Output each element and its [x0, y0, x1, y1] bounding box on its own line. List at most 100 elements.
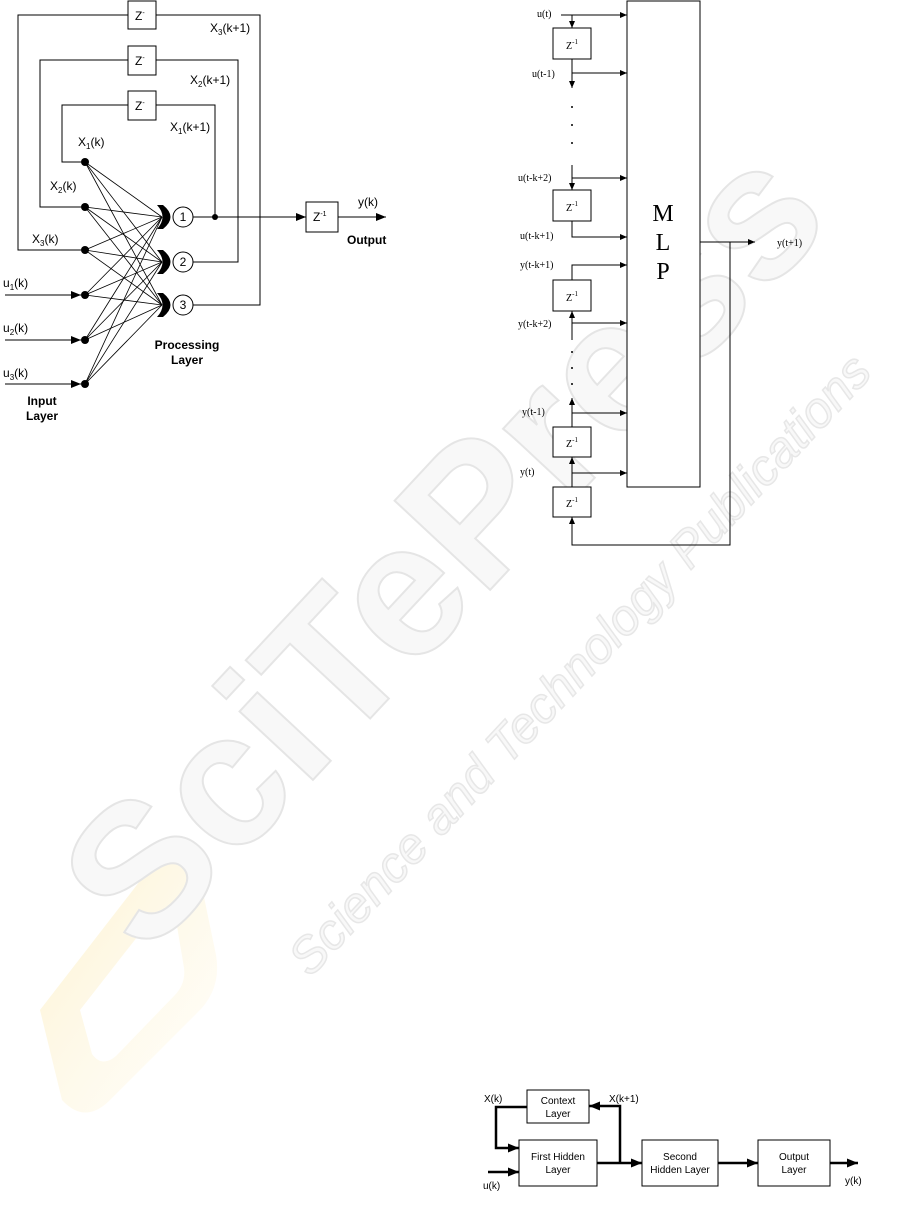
label-subscript: 1: [10, 283, 15, 292]
delay-base: Z: [135, 99, 142, 113]
summing-junction: [157, 293, 171, 317]
neuron-circle: [172, 294, 194, 316]
state-x3-label: X3(k): [32, 232, 58, 248]
delay-box: [305, 201, 339, 233]
delay-superscript: -1: [572, 200, 578, 208]
label-subscript: 3: [40, 239, 45, 248]
label-base: X: [190, 73, 198, 87]
input-layer-nodes: [81, 158, 89, 388]
watermark: SciTePress Science and Technology Public…: [19, 103, 883, 1113]
label-base: X: [78, 135, 86, 149]
mlp-letter-p: P: [656, 259, 669, 285]
elman-block-diagram: Context Layer First Hidden Layer Second …: [483, 1089, 862, 1192]
signal-label: u(t-k+1): [520, 231, 553, 242]
block-label-line2: Hidden Layer: [650, 1165, 710, 1176]
input-u3-label: u3(k): [3, 366, 28, 382]
weight-connection: [84, 161, 163, 218]
label-tail: (k): [14, 366, 28, 380]
block-label-line2: Layer: [545, 1165, 571, 1176]
delay-block-x1: Z-: [127, 90, 157, 121]
delay-label: Z-1: [566, 200, 578, 214]
ellipsis-dot: [571, 142, 573, 144]
block-label-line2: Layer: [781, 1165, 807, 1176]
block-box: [757, 1139, 831, 1187]
label-tail: (k): [62, 179, 76, 193]
block-label-line1: Output: [779, 1152, 809, 1163]
delay-label: Z-: [135, 99, 145, 113]
watermark-brand-text: SciTePress: [20, 104, 864, 988]
output-feedback-line: [569, 242, 731, 546]
delay-superscript: -1: [320, 211, 326, 218]
label-subscript: 3: [10, 373, 15, 382]
neuron-1: 1: [157, 205, 194, 229]
ellipsis-dot: [571, 367, 573, 369]
mlp-letter-m: M: [652, 201, 673, 227]
block-label-line2: Layer: [545, 1109, 571, 1120]
delay-box: [127, 90, 157, 121]
summing-junction: [157, 205, 171, 229]
first-hidden-layer-block: First Hidden Layer: [518, 1139, 598, 1187]
recurrent-network-diagram: Z- Z- Z- X3(k+1) X2(k+1) X1(k+1) X1(k) X…: [3, 0, 386, 423]
weight-connection: [84, 206, 163, 218]
output-label: y(k): [845, 1176, 862, 1187]
input-u-t-k1-arrow: [571, 221, 627, 240]
label-subscript: 3: [218, 28, 223, 37]
next-state-line-x3: [156, 14, 261, 306]
state-x2-label: X2(k): [50, 179, 76, 195]
label-base: X: [170, 120, 178, 134]
second-hidden-layer-block: Second Hidden Layer: [641, 1139, 719, 1187]
output-caption: Output: [347, 233, 386, 247]
delay-label: Z-1: [566, 496, 578, 510]
label-base: u: [3, 321, 10, 335]
feedback-line-x3: [17, 14, 128, 251]
delay-superscript: -: [142, 100, 145, 107]
delay-box: [552, 486, 592, 518]
delay-block: Z-1: [552, 279, 592, 312]
ellipsis-dot: [571, 351, 573, 353]
label-tail: (k+1): [202, 73, 230, 87]
delay-base: Z: [566, 293, 572, 304]
weight-connection: [84, 216, 163, 251]
delay-box: [552, 279, 592, 312]
input-node: [81, 380, 89, 388]
signal-label: u(t-k+2): [518, 173, 551, 184]
label-base: u: [3, 276, 10, 290]
delay-block: Z-1: [552, 426, 592, 458]
label-subscript: 1: [86, 142, 91, 151]
weight-connection: [84, 249, 163, 306]
neuron-circle: [172, 251, 194, 273]
signal-label: u(t-1): [532, 69, 555, 80]
delay-box: [552, 426, 592, 458]
delay-superscript: -1: [572, 38, 578, 46]
state-feedback-arrow: [589, 1101, 622, 1163]
signal-label: y(t): [520, 467, 534, 478]
label-base: X: [210, 21, 218, 35]
state-next-x3-label: X3(k+1): [210, 21, 250, 37]
delay-base: Z: [566, 439, 572, 450]
signal-label: u(t): [537, 9, 551, 20]
input-u1-label: u1(k): [3, 276, 28, 292]
delay-label: Z-1: [566, 436, 578, 450]
output-junction-dot: [212, 214, 218, 220]
output-layer-block: Output Layer: [757, 1139, 831, 1187]
delay-superscript: -1: [572, 436, 578, 444]
feedback-line-x2: [39, 59, 128, 208]
signal-label: y(t-1): [522, 407, 545, 418]
label-base: X: [32, 232, 40, 246]
delay-block-x3: Z-: [127, 0, 157, 30]
delay-base: Z: [566, 41, 572, 52]
delay-base: Z: [566, 203, 572, 214]
input-y-t-k1-arrow: [571, 262, 627, 280]
ellipsis-dot: [571, 106, 573, 108]
neuron-label: 1: [180, 210, 187, 224]
label-subscript: 2: [198, 80, 203, 89]
weight-connection: [84, 206, 163, 263]
weight-connection: [84, 261, 163, 385]
weight-connections: [84, 161, 163, 385]
processing-layer-caption-line1: Processing: [155, 338, 220, 352]
delay-block-x2: Z-: [127, 45, 157, 76]
mlp-letter-l: L: [656, 230, 671, 256]
context-to-hidden-arrow: [494, 1105, 527, 1153]
processing-layer-caption-line2: Layer: [171, 353, 203, 367]
